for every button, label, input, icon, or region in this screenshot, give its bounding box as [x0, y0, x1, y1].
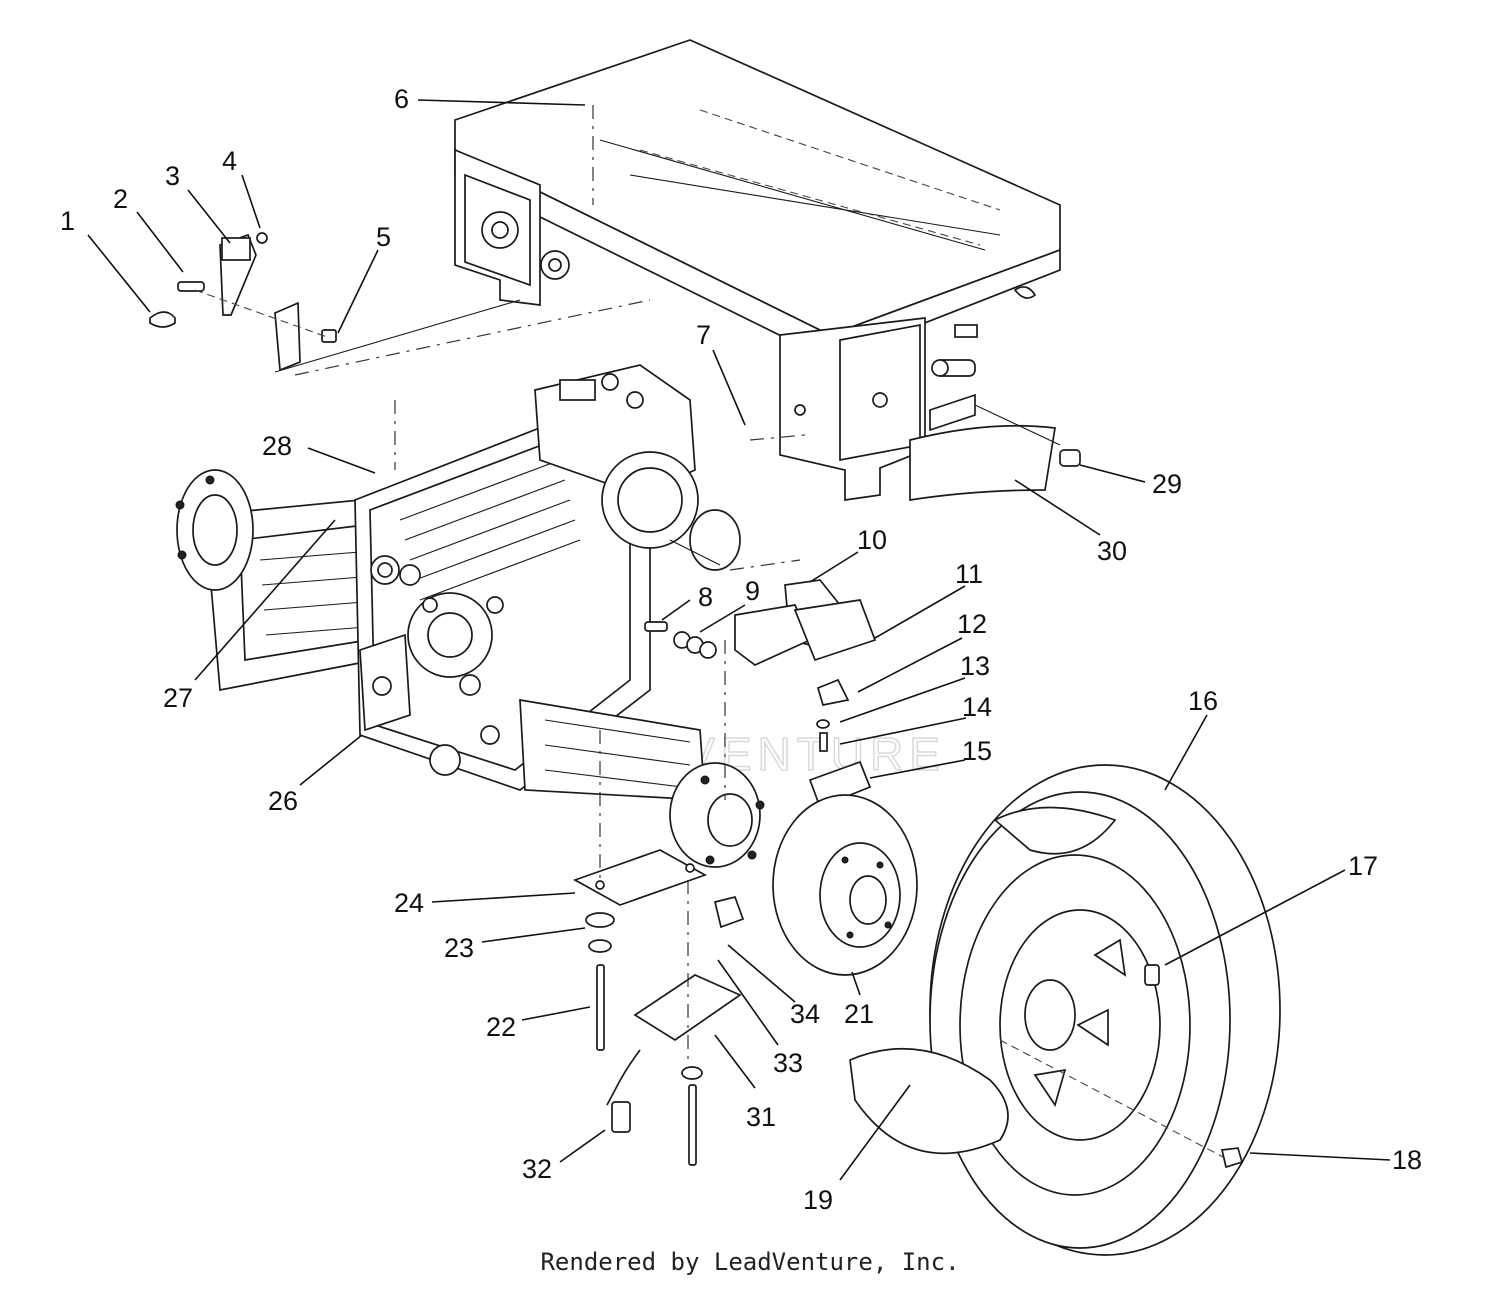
callout-16: 16 [1188, 686, 1218, 716]
callout-4: 4 [222, 146, 237, 176]
callout-27: 27 [163, 683, 193, 713]
brake-disc [772, 794, 918, 976]
frame-assembly [454, 39, 1081, 501]
callout-11: 11 [955, 559, 983, 589]
callout-3: 3 [165, 161, 180, 191]
callout-9: 9 [745, 576, 760, 606]
callout-14: 14 [962, 692, 992, 722]
callout-26: 26 [268, 786, 298, 816]
callout-1: 1 [60, 206, 75, 236]
callout-31: 31 [746, 1102, 776, 1132]
callout-7: 7 [696, 320, 711, 350]
callout-labels: 1 2 3 4 5 6 7 8 9 10 11 12 13 14 15 16 1… [60, 84, 1422, 1215]
callout-18: 18 [1392, 1145, 1422, 1175]
pedal-linkage-hardware [149, 232, 521, 373]
callout-28: 28 [262, 431, 292, 461]
callout-33: 33 [773, 1048, 803, 1078]
callout-17: 17 [1348, 851, 1378, 881]
callout-34: 34 [790, 999, 820, 1029]
callout-2: 2 [113, 184, 128, 214]
callout-21: 21 [844, 999, 874, 1029]
render-credit: Rendered by LeadVenture, Inc. [540, 1248, 960, 1276]
callout-32: 32 [522, 1154, 552, 1184]
callout-13: 13 [960, 651, 990, 681]
callout-30: 30 [1097, 536, 1127, 566]
callout-leader-lines [87, 99, 1391, 1181]
callout-22: 22 [486, 1012, 516, 1042]
callout-5: 5 [376, 222, 391, 252]
callout-8: 8 [698, 582, 713, 612]
callout-6: 6 [394, 84, 409, 114]
lower-mount-hardware [572, 730, 745, 1166]
callout-15: 15 [962, 736, 992, 766]
callout-24: 24 [394, 888, 424, 918]
callout-23: 23 [444, 933, 474, 963]
callout-12: 12 [957, 609, 987, 639]
callout-19: 19 [803, 1185, 833, 1215]
wheel-assembly [849, 764, 1281, 1256]
callout-10: 10 [857, 525, 887, 555]
transmission-assembly [175, 364, 765, 868]
callout-29: 29 [1152, 469, 1182, 499]
alignment-lines [294, 105, 806, 800]
brake-hardware [644, 579, 877, 809]
